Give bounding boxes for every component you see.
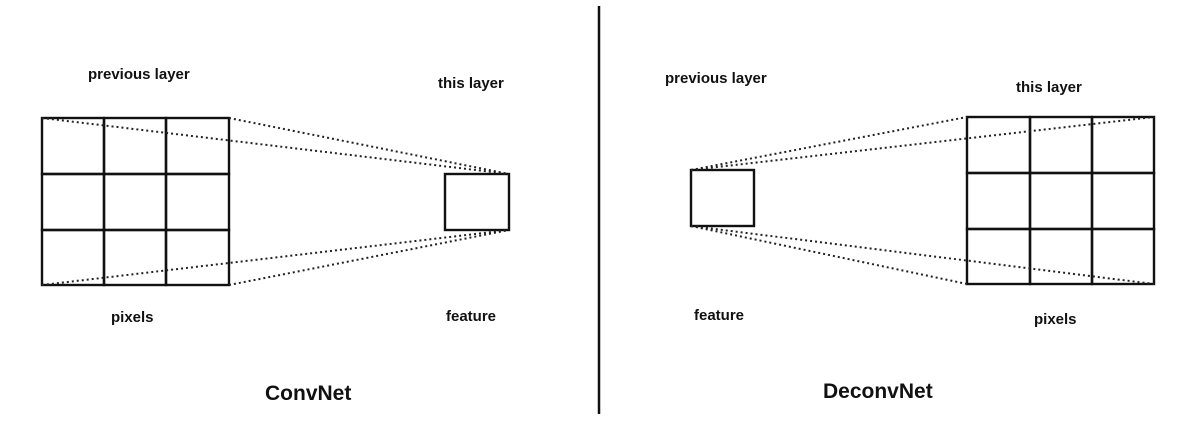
deconvnet-pixel-grid (965, 115, 1156, 286)
deconvnet-panel: previous layer this layer feature pixels… (665, 70, 1156, 403)
convnet-projection-lines (41, 117, 510, 286)
grid-cell (40, 172, 106, 232)
convnet-pixels-label: pixels (111, 309, 154, 326)
projection-line (690, 225, 968, 285)
projection-line (41, 117, 510, 175)
grid-cell (1090, 115, 1156, 175)
deconvnet-pixels-label: pixels (1034, 311, 1077, 328)
grid-cell (164, 172, 231, 232)
grid-cell (1090, 227, 1156, 286)
convnet-feature-square (443, 172, 511, 232)
grid-cell (1028, 115, 1094, 175)
convnet-title: ConvNet (265, 382, 351, 405)
grid-cell (40, 116, 106, 176)
grid-cell (965, 227, 1032, 286)
convnet-feature-label: feature (446, 308, 496, 325)
grid-cell (1028, 227, 1094, 286)
grid-cell (164, 228, 231, 287)
projection-line (41, 229, 510, 286)
convnet-panel: previous layer this layer pixels feature… (40, 66, 511, 405)
projection-line (690, 116, 968, 171)
grid-cell (965, 171, 1032, 231)
grid-cell (164, 116, 231, 176)
grid-cell (965, 115, 1032, 175)
grid-cell (1028, 171, 1094, 231)
deconvnet-feature-square (689, 168, 756, 228)
convnet-pixel-grid (40, 116, 231, 287)
deconvnet-feature-label: feature (694, 307, 744, 324)
grid-cell (1090, 171, 1156, 231)
grid-cell (40, 228, 106, 287)
convnet-previous-layer-label: previous layer (88, 66, 190, 83)
deconvnet-previous-layer-label: previous layer (665, 70, 767, 87)
deconvnet-this-layer-label: this layer (1016, 79, 1082, 96)
deconvnet-title: DeconvNet (823, 380, 933, 403)
convnet-this-layer-label: this layer (438, 75, 504, 92)
grid-cell (102, 172, 168, 232)
deconvnet-projection-lines (690, 116, 1155, 285)
